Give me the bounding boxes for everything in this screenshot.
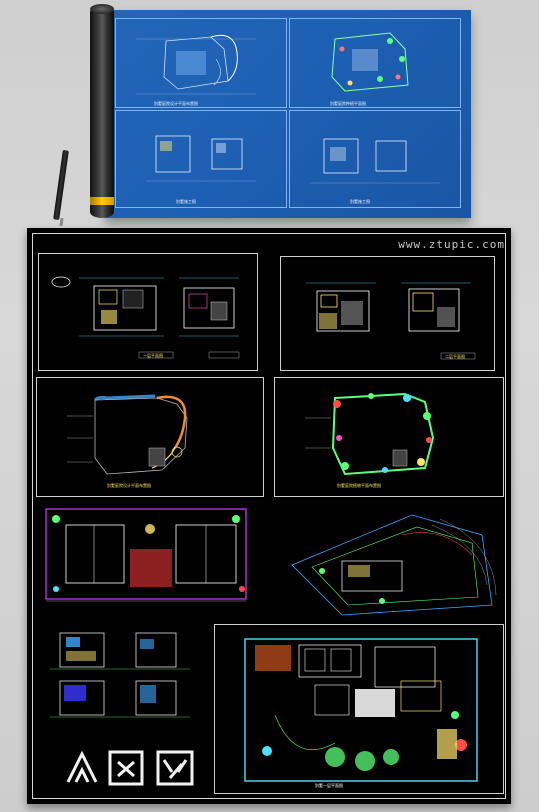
blueprint-cell-title: 别墅施工图 [176, 199, 196, 204]
panel-title: 二层平面图 [445, 354, 465, 359]
drawing-tube-cap [90, 4, 114, 14]
pen-tip [59, 217, 64, 227]
watermark-url: www.ztupic.com [398, 238, 505, 251]
panel-title: 别墅一层平面图 [315, 783, 343, 788]
panel-landscape-layout: 别墅庭院设计平面布置图 [36, 377, 264, 497]
panel-planting-layout: 别墅庭院植物平面布置图 [274, 377, 504, 497]
drawing-tube [90, 6, 114, 218]
pen-icon [53, 149, 69, 221]
blueprint-cell-title: 别墅庭院种植平面图 [330, 101, 366, 106]
brand-logo [60, 742, 210, 792]
blueprint-sheet: 别墅庭院设计平面布置图 别墅庭院种植平面图 别墅施工图 别墅施工图 [105, 10, 471, 218]
panel-title: 别墅庭院植物平面布置图 [337, 483, 381, 488]
panel-floor-plans-1: 一层平面图 [38, 253, 258, 371]
cad-sheet-frame [32, 233, 506, 799]
blueprint-cell-floor-plans-2: 别墅施工图 [289, 110, 461, 208]
panel-ground-floor-plan: 别墅一层平面图 [214, 624, 504, 794]
blueprint-cell-title: 别墅庭院设计平面布置图 [154, 101, 198, 106]
drawing-elevations [40, 625, 210, 725]
blueprint-cell-floor-plans: 别墅施工图 [115, 110, 287, 208]
blueprint-cell-planting-plan: 别墅庭院种植平面图 [289, 18, 461, 108]
panel-title: 一层平面图 [143, 353, 163, 358]
blueprint-cell-title: 别墅施工图 [350, 199, 370, 204]
drawing-garden-overview [36, 505, 258, 613]
drawing-site-plan [282, 505, 500, 623]
panel-title: 别墅庭院设计平面布置图 [107, 483, 151, 488]
panel-floor-plans-2: 二层平面图 [280, 256, 495, 371]
drawing-tube-ring [90, 197, 114, 205]
blueprint-cell-site-plan: 别墅庭院设计平面布置图 [115, 18, 287, 108]
